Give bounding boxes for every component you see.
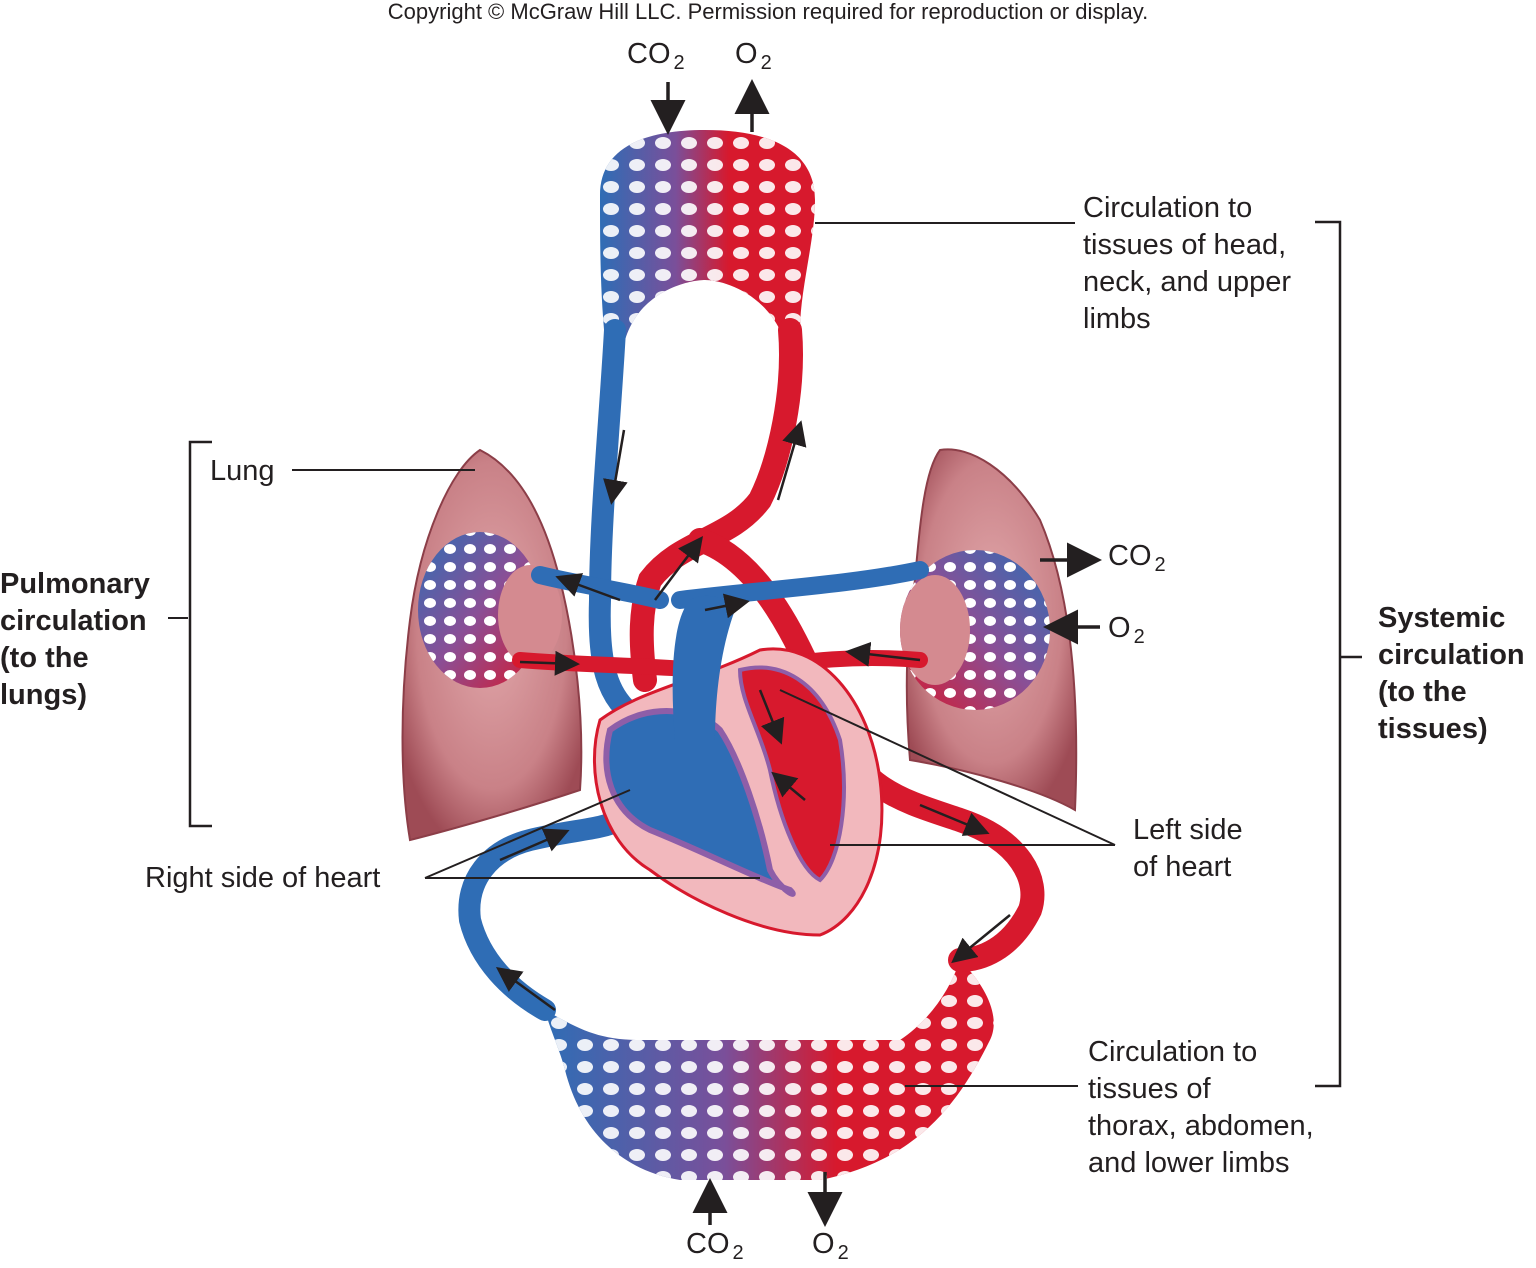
pulmonary-vein-left <box>512 652 708 678</box>
pulmonary-bracket <box>188 440 212 828</box>
lung-label: Lung <box>210 455 275 487</box>
pulmonary-artery-left <box>531 566 669 609</box>
superior-vena-cava <box>588 319 651 731</box>
left-lung-capillary-bed <box>418 532 562 688</box>
pulmonary-circulation-label: Pulmonary circulation (to the lungs) <box>0 568 150 711</box>
leader-lines <box>168 222 1116 1087</box>
gas-arrows <box>650 79 1102 1227</box>
head-circulation-label: Circulation to tissues of head, neck, an… <box>1083 192 1291 335</box>
flow-arrows <box>495 420 1011 1012</box>
heart <box>593 595 884 937</box>
systemic-bracket <box>1315 220 1362 1088</box>
ascending-aorta <box>629 318 803 692</box>
lower-circulation-label: Circulation to tissues of thorax, abdome… <box>1088 1036 1314 1179</box>
lower-capillary-bed <box>545 960 994 1180</box>
systemic-circulation-label: Systemic circulation (to the tissues) <box>1378 602 1525 745</box>
pulmonary-artery-right <box>671 561 929 609</box>
right-side-heart-label: Right side of heart <box>145 862 381 894</box>
left-side-heart-label: Left side of heart <box>1133 814 1243 883</box>
pulmonary-trunk <box>672 595 735 740</box>
copyright-notice: Copyright © McGraw Hill LLC. Permission … <box>387 0 1149 24</box>
upper-capillary-bed <box>600 130 815 340</box>
